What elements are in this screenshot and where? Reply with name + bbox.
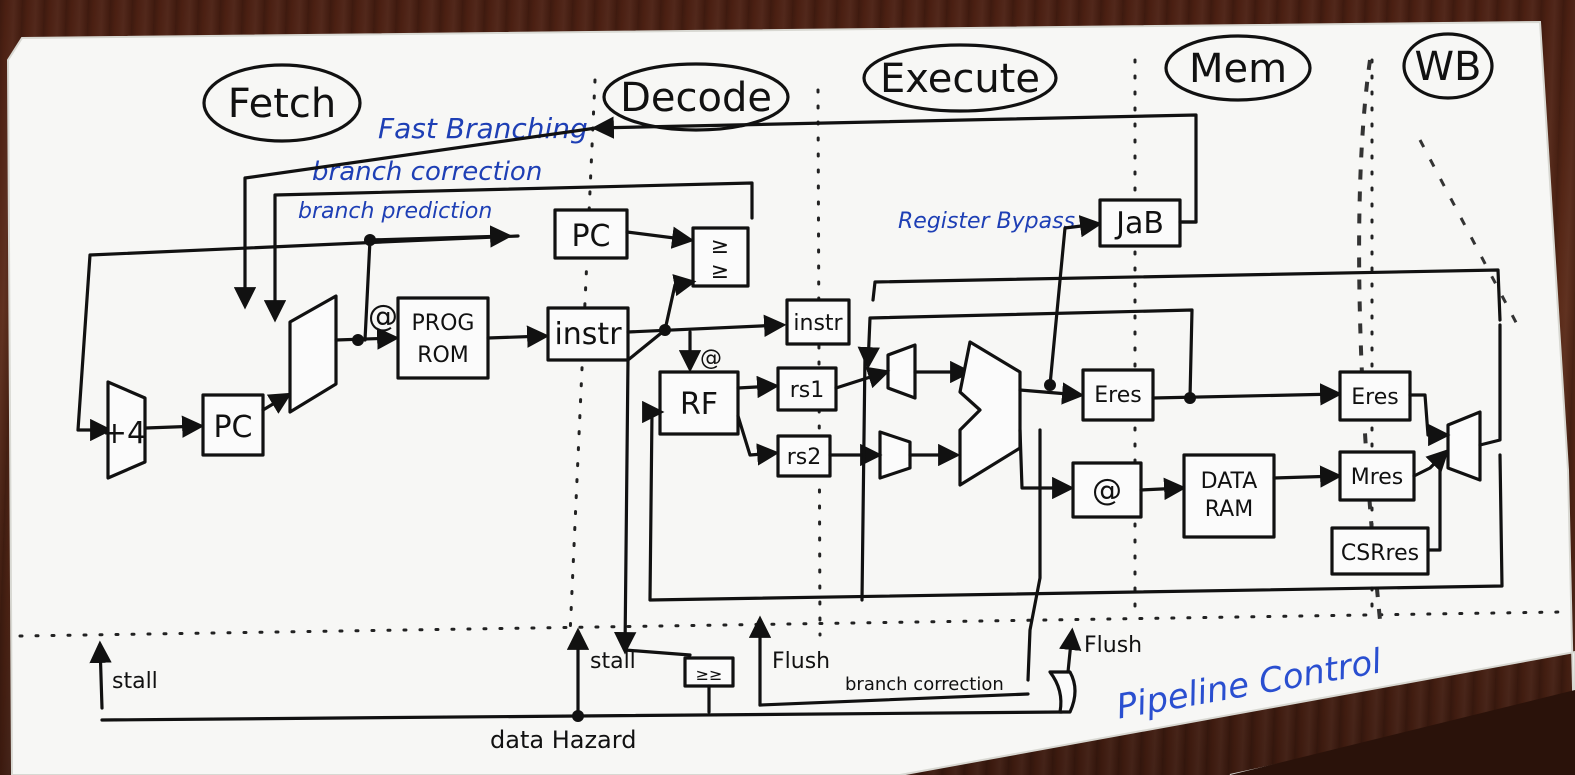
svg-text:+4: +4 (102, 416, 146, 451)
svg-text:RF: RF (680, 387, 718, 422)
hazard-detector: ≥≥ (685, 658, 733, 686)
svg-text:DATA: DATA (1201, 469, 1258, 494)
stage-wb: WB (1404, 34, 1492, 98)
register-instr-exec: instr (787, 300, 849, 344)
register-pc-fetch: PC (203, 395, 263, 455)
mux-writeback (1448, 412, 1480, 480)
wire-ram-to-mres (1274, 476, 1338, 478)
svg-text:PC: PC (213, 410, 252, 445)
label-branch-prediction: branch prediction (298, 199, 492, 224)
label-stall-left: stall (112, 669, 158, 694)
svg-text:Execute: Execute (880, 56, 1040, 102)
comparator-branch: ≥ ≥ (693, 228, 748, 286)
svg-text:rs2: rs2 (787, 445, 822, 470)
label-flush-mid: Flush (772, 649, 830, 674)
svg-text:Eres: Eres (1094, 383, 1141, 408)
svg-text:≥≥: ≥≥ (696, 665, 723, 684)
mux-bypass-b (880, 432, 910, 478)
svg-text:PC: PC (571, 219, 610, 254)
label-stall-mid: stall (590, 649, 636, 674)
svg-text:Fetch: Fetch (228, 81, 336, 127)
svg-text:≥: ≥ (711, 259, 729, 284)
label-data-hazard: data Hazard (490, 726, 636, 754)
register-at-mem: @ (1073, 463, 1141, 517)
svg-text:Eres: Eres (1351, 385, 1398, 410)
label-at-fetch: @ (368, 299, 398, 334)
svg-text:≥: ≥ (711, 234, 729, 259)
wire-at-to-ram (1141, 488, 1182, 490)
svg-text:RAM: RAM (1205, 497, 1253, 522)
svg-text:JaB: JaB (1114, 206, 1164, 241)
wire-rom-to-instr (488, 336, 545, 338)
svg-text:@: @ (1092, 473, 1122, 508)
label-fast-branching: Fast Branching (378, 112, 588, 145)
wire-stall-left (100, 645, 102, 708)
register-rs2: rs2 (778, 436, 830, 476)
label-at-decode: @ (700, 346, 722, 371)
svg-text:Mem: Mem (1189, 46, 1287, 92)
svg-text:PROG: PROG (412, 311, 475, 336)
svg-text:WB: WB (1415, 44, 1482, 90)
junction-hazard (572, 710, 584, 722)
register-pc-top: PC (555, 210, 627, 258)
svg-text:Decode: Decode (620, 75, 772, 121)
register-rs1: rs1 (778, 368, 836, 410)
block-prog-rom: PROG ROM (398, 298, 488, 378)
label-branch-correction-bottom: branch correction (845, 674, 1004, 695)
svg-text:rs1: rs1 (790, 378, 825, 403)
block-data-ram: DATA RAM (1184, 455, 1274, 537)
svg-text:ROM: ROM (417, 343, 469, 368)
junction-eres (1184, 392, 1196, 404)
register-instr-decode: instr (548, 308, 628, 360)
svg-text:instr: instr (793, 311, 843, 336)
svg-text:instr: instr (554, 317, 622, 352)
adder-plus4: +4 (102, 382, 146, 478)
svg-text:CSRres: CSRres (1341, 541, 1419, 566)
label-flush-right: Flush (1084, 633, 1142, 658)
mux-bypass-a (888, 345, 915, 398)
wire-mux-to-rom (336, 338, 395, 340)
register-eres-exec: Eres (1083, 370, 1153, 420)
wire-rf-to-rs1 (738, 386, 775, 388)
register-eres-mem: Eres (1340, 372, 1410, 420)
label-register-bypass: Register Bypass (898, 209, 1075, 234)
label-branch-correction-top: branch correction (312, 157, 542, 187)
wire-plus4-to-pc (146, 426, 200, 428)
svg-text:Mres: Mres (1351, 465, 1404, 490)
register-jab: JaB (1100, 200, 1180, 246)
register-csrres: CSRres (1332, 528, 1428, 574)
register-file-rf: RF (660, 372, 738, 434)
register-mres: Mres (1340, 452, 1414, 500)
junction-mux-out (352, 334, 364, 346)
